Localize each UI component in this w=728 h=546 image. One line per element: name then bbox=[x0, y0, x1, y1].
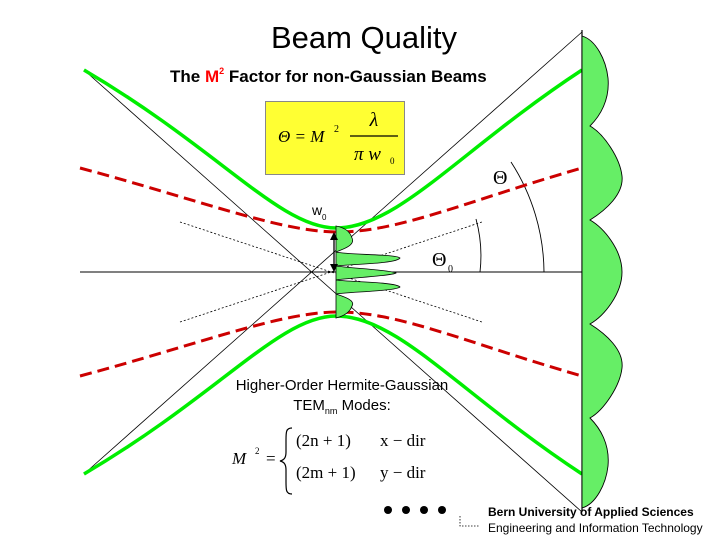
theta-label: Θ bbox=[493, 167, 507, 189]
gaussian-envelope-top bbox=[79, 166, 583, 234]
hermite-gaussian-label: Higher-Order Hermite-Gaussian TEMnm Mode… bbox=[222, 376, 462, 421]
m2-exp: 2 bbox=[255, 446, 260, 456]
asymptote-theta0-down bbox=[83, 69, 583, 513]
subtitle-before: The bbox=[170, 67, 205, 86]
formula-numerator: λ bbox=[369, 109, 379, 131]
w0-arrow-head-top bbox=[330, 232, 338, 240]
dotted-line-2 bbox=[179, 221, 483, 323]
subtitle-m: M bbox=[204, 67, 220, 86]
logo-dot-4 bbox=[438, 506, 446, 514]
asymptote-theta0-up bbox=[83, 31, 583, 475]
w0-label-sub: 0 bbox=[322, 213, 327, 222]
hg-label-line2: TEMnm Modes: bbox=[222, 396, 462, 421]
formula-den-sub: 0 bbox=[390, 156, 395, 166]
far-field-intensity-profile bbox=[581, 35, 623, 509]
m2-row2-expr: (2m + 1) bbox=[296, 463, 356, 482]
logo-dot-3 bbox=[420, 506, 428, 514]
divergence-formula-box: Θ = M 2 λ π w 0 bbox=[265, 101, 405, 175]
logo-connector bbox=[459, 516, 480, 527]
slide-title: Beam Quality bbox=[270, 20, 458, 55]
theta0-arc bbox=[475, 218, 482, 273]
formula-lhs: Θ = M bbox=[278, 127, 325, 146]
theta0-label: Θ bbox=[432, 249, 446, 271]
m2-lhs: M bbox=[231, 449, 247, 468]
logo-dot-1 bbox=[384, 506, 392, 514]
m2-brace bbox=[279, 427, 293, 495]
subtitle-after: Factor for non-Gaussian Beams bbox=[224, 67, 487, 86]
m2-row1-expr: (2n + 1) bbox=[296, 431, 351, 450]
theta-arc bbox=[510, 161, 545, 273]
m2-row2-dir: y − dir bbox=[380, 463, 426, 482]
m2-row1-dir: x − dir bbox=[380, 431, 426, 450]
w0-label: w bbox=[311, 202, 323, 218]
bern-university-name: Bern University of Applied Sciences bbox=[488, 505, 694, 519]
beam-envelope-top bbox=[83, 68, 583, 230]
formula-denominator: π w bbox=[354, 144, 381, 165]
m2-equals: = bbox=[266, 449, 276, 468]
bern-department: Engineering and Information Technology bbox=[488, 521, 703, 535]
gaussian-envelope-bottom bbox=[79, 310, 583, 378]
w0-arrow-head-bottom bbox=[330, 264, 338, 272]
slide-subtitle: The M2 Factor for non-Gaussian Beams bbox=[170, 66, 487, 87]
hg-label-modes: Modes: bbox=[337, 397, 391, 414]
bern-branding: Bern University of Applied Sciences Engi… bbox=[488, 505, 703, 535]
formula-exp: 2 bbox=[334, 124, 339, 135]
hg-label-tem-sub: nm bbox=[324, 406, 338, 416]
waist-intensity-profile bbox=[334, 225, 401, 319]
logo-dot-2 bbox=[402, 506, 410, 514]
dotted-line-1 bbox=[179, 221, 483, 323]
hg-label-tem: TEM bbox=[293, 397, 325, 414]
subtitle-m-sup: 2 bbox=[219, 66, 225, 76]
hg-label-line1: Higher-Order Hermite-Gaussian bbox=[235, 377, 449, 394]
theta0-label-sub: 0 bbox=[448, 264, 453, 275]
divergence-formula: Θ = M 2 λ π w 0 bbox=[278, 109, 398, 166]
